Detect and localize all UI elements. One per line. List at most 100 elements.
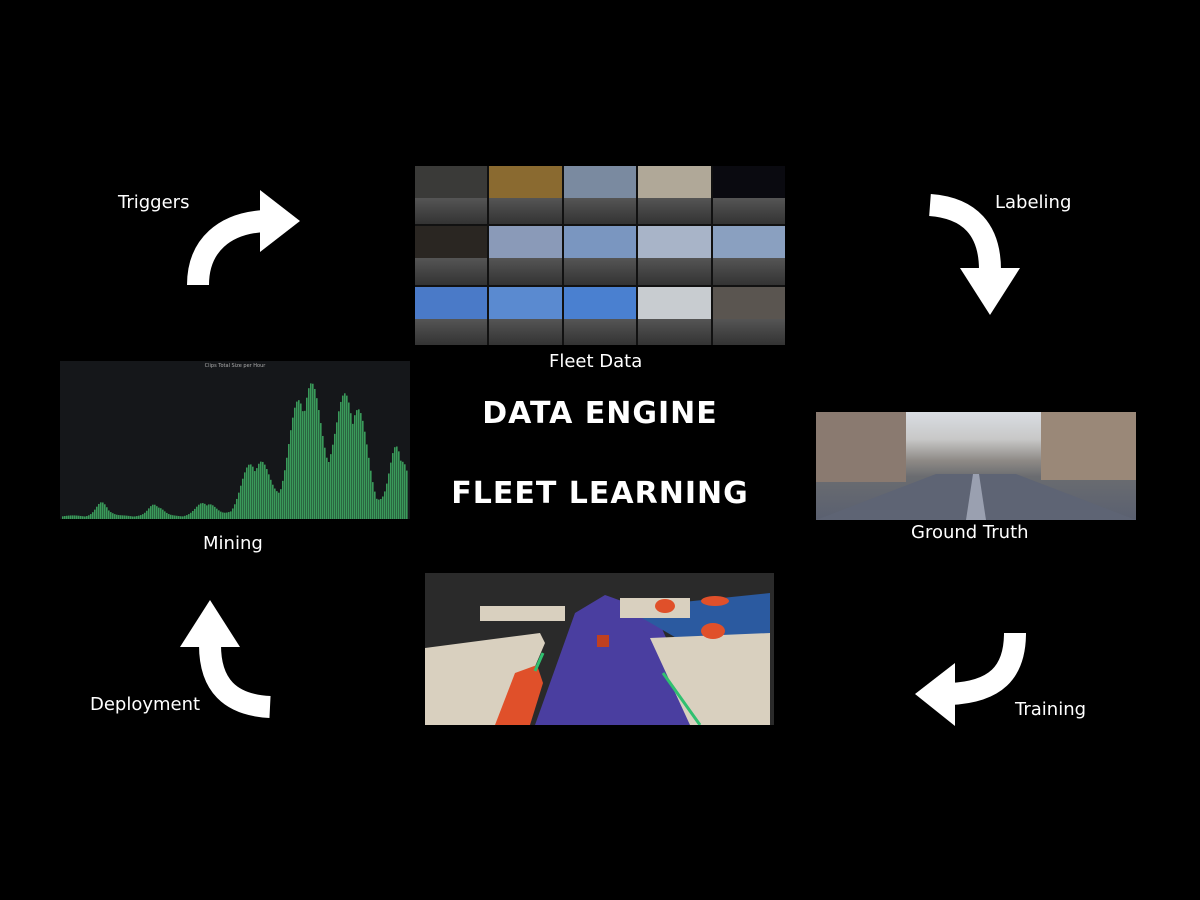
chart-bar (252, 466, 254, 519)
curved-arrow-up-right-icon (187, 190, 300, 286)
chart-bar (138, 515, 140, 519)
chart-bar (294, 407, 296, 519)
chart-bar (168, 514, 170, 519)
chart-bar (170, 514, 172, 519)
fleet-camera-tile (415, 226, 488, 285)
chart-bar (96, 506, 98, 519)
chart-bar (200, 503, 202, 519)
chart-bar (346, 395, 348, 519)
chart-bar (290, 430, 292, 519)
chart-bar (354, 415, 356, 519)
curved-arrow-down-icon (928, 194, 1020, 315)
fleet-camera-tile (712, 166, 785, 225)
chart-bar (380, 498, 382, 519)
chart-bar (74, 515, 76, 519)
chart-bar (192, 510, 194, 519)
chart-bar (292, 417, 294, 519)
chart-bar (402, 461, 404, 519)
chart-bar (162, 509, 164, 519)
curved-arrow-up-icon (180, 600, 271, 718)
chart-bar (370, 470, 372, 519)
chart-bar (244, 472, 246, 519)
chart-bar (140, 515, 142, 519)
chart-bar (276, 491, 278, 519)
chart-bar (310, 383, 312, 519)
chart-bar (404, 464, 406, 519)
chart-bar (338, 411, 340, 519)
chart-bar (342, 395, 344, 519)
chart-bar (394, 447, 396, 519)
labeling-label: Labeling (995, 192, 1072, 213)
chart-bar (84, 516, 86, 519)
chart-bar (262, 461, 264, 519)
chart-bar (194, 508, 196, 519)
chart-bar (172, 515, 174, 519)
chart-bar (144, 512, 146, 519)
chart-bar (196, 506, 198, 519)
chart-bar (152, 504, 154, 519)
fleet-camera-tile (415, 286, 488, 345)
chart-bar (156, 506, 158, 519)
fleet-camera-tile (563, 286, 637, 345)
chart-bar (82, 516, 84, 519)
chart-bar (388, 473, 390, 519)
chart-bar (264, 464, 266, 519)
chart-bar (134, 516, 136, 519)
chart-bar (146, 510, 148, 519)
chart-bar (124, 515, 126, 519)
chart-bar (324, 447, 326, 519)
chart-bar (242, 478, 244, 519)
chart-bar (204, 503, 206, 519)
chart-bar (90, 514, 92, 519)
chart-bar (62, 516, 64, 519)
chart-bar (182, 516, 184, 519)
deployment-label: Deployment (90, 694, 201, 715)
chart-bar (116, 514, 118, 519)
chart-bar (406, 470, 408, 519)
chart-bar (186, 515, 188, 519)
chart-bar (154, 504, 156, 519)
chart-bar (302, 411, 304, 519)
fleet-camera-tile (712, 226, 785, 285)
chart-bar (400, 460, 402, 519)
chart-bar (280, 489, 282, 519)
chart-bar (136, 516, 138, 519)
chart-bar (368, 457, 370, 519)
chart-bar (360, 413, 362, 519)
ground-truth-label: Ground Truth (911, 522, 1029, 543)
chart-bar (106, 507, 108, 519)
chart-bar (102, 502, 104, 519)
chart-bar (330, 454, 332, 519)
chart-bar (120, 515, 122, 519)
chart-bar (158, 507, 160, 519)
chart-bar (356, 410, 358, 519)
chart-bar (122, 515, 124, 519)
chart-bar (322, 435, 324, 519)
chart-bar (274, 488, 276, 519)
chart-bar (248, 464, 250, 519)
chart-bar (226, 512, 228, 519)
triggers-label: Triggers (118, 192, 190, 213)
chart-bar (78, 515, 80, 519)
chart-bar (98, 503, 100, 519)
chart-bar (358, 409, 360, 519)
chart-bar (386, 483, 388, 519)
chart-bar (312, 383, 314, 519)
chart-bar (392, 453, 394, 519)
chart-bar (260, 461, 262, 519)
fleet-data-image-grid (415, 166, 785, 345)
chart-bar (142, 514, 144, 519)
chart-bar (164, 511, 166, 519)
chart-bar (250, 464, 252, 519)
chart-bar (188, 514, 190, 519)
chart-bar (314, 388, 316, 519)
chart-bar (150, 506, 152, 519)
chart-bar (70, 515, 72, 519)
chart-bar (160, 508, 162, 519)
chart-bar (232, 508, 234, 519)
chart-bar (224, 512, 226, 519)
chart-bar (216, 508, 218, 519)
chart-bar (334, 433, 336, 519)
chart-bar (100, 502, 102, 519)
fleet-camera-tile (415, 166, 488, 225)
